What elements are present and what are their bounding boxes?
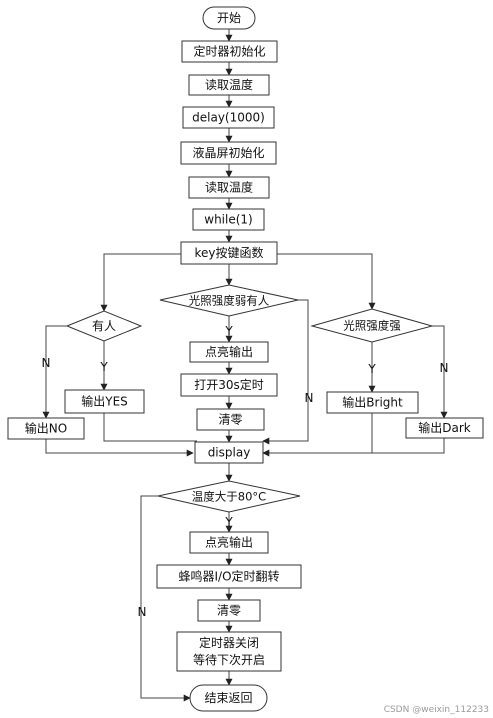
light-on-label-2: 点亮输出: [205, 535, 253, 550]
open-timer-box: [180, 373, 278, 397]
while-loop-label: while(1): [204, 213, 252, 227]
light-on-box-1: [189, 341, 269, 363]
open-timer-label: 打开30s定时: [194, 377, 264, 392]
end-terminal: [189, 684, 268, 712]
delay-label: delay(1000): [192, 111, 265, 125]
output-yes-box: [64, 389, 145, 414]
clear-label-1: 清零: [218, 413, 242, 427]
read-temp-label-1: 读取温度: [205, 77, 253, 92]
light-strong-label: 光照强度强: [343, 319, 401, 333]
temp-check-no-label: N: [138, 605, 147, 619]
display-label: display: [208, 446, 251, 460]
end-label: 结束返回: [204, 691, 252, 705]
delay-box: [182, 106, 275, 129]
output-bright-label: 输出Bright: [342, 395, 403, 410]
light-strong-no-label: N: [440, 361, 449, 375]
timer-init-label: 定时器初始化: [193, 44, 265, 59]
output-bright-box: [326, 391, 419, 414]
while-loop-box: [192, 208, 265, 231]
close-timer-label-line2: 等待下次开启: [193, 653, 265, 667]
lcd-init-label: 液晶屏初始化: [192, 145, 264, 160]
display-box: [194, 441, 264, 464]
clear-box-1: [196, 408, 265, 431]
light-strong-yes-label: Y: [367, 362, 376, 376]
clear-box-2: [197, 599, 261, 622]
light-weak-person-decision: [159, 284, 299, 317]
output-no-label: 输出NO: [25, 421, 67, 436]
temp-check-yes-label: Y: [224, 515, 233, 529]
buzzer-toggle-label: 蜂鸣器I/O定时翻转: [178, 569, 279, 584]
has-person-decision: [65, 310, 143, 342]
light-weak-person-label: 光照强度弱有人: [189, 294, 270, 308]
connectors: [42, 29, 448, 702]
buzzer-toggle-box: [156, 564, 302, 589]
temp-check-decision: [157, 480, 301, 513]
clear-label-2: 清零: [217, 604, 241, 618]
read-temp-box-2: [188, 176, 270, 199]
light-weak-no-label: N: [305, 391, 314, 405]
read-temp-box-1: [188, 74, 270, 96]
output-dark-box: [405, 417, 484, 439]
light-on-label-1: 点亮输出: [205, 344, 253, 359]
light-weak-yes-label: Y: [224, 324, 233, 338]
has-person-yes-label: Y: [99, 360, 108, 374]
lcd-init-box: [180, 141, 277, 165]
key-function-label: key按键函数: [194, 245, 263, 260]
close-timer-box: [176, 631, 282, 672]
close-timer-label-line1: 定时器关闭: [199, 635, 259, 650]
watermark: CSDN @weixin_112233: [383, 705, 489, 715]
light-strong-decision: [310, 308, 434, 343]
light-on-box-2: [189, 531, 269, 554]
output-dark-label: 输出Dark: [418, 420, 471, 435]
key-function-box: [180, 241, 278, 265]
output-yes-label: 输出YES: [81, 394, 128, 409]
temp-check-label: 温度大于80°C: [192, 490, 266, 504]
has-person-no-label: N: [42, 356, 51, 370]
output-no-box: [7, 417, 85, 440]
start-label: 开始: [217, 11, 241, 25]
has-person-label: 有人: [92, 319, 116, 333]
start-terminal: [202, 6, 256, 30]
timer-init-box: [181, 40, 278, 63]
read-temp-label-2: 读取温度: [205, 180, 253, 195]
